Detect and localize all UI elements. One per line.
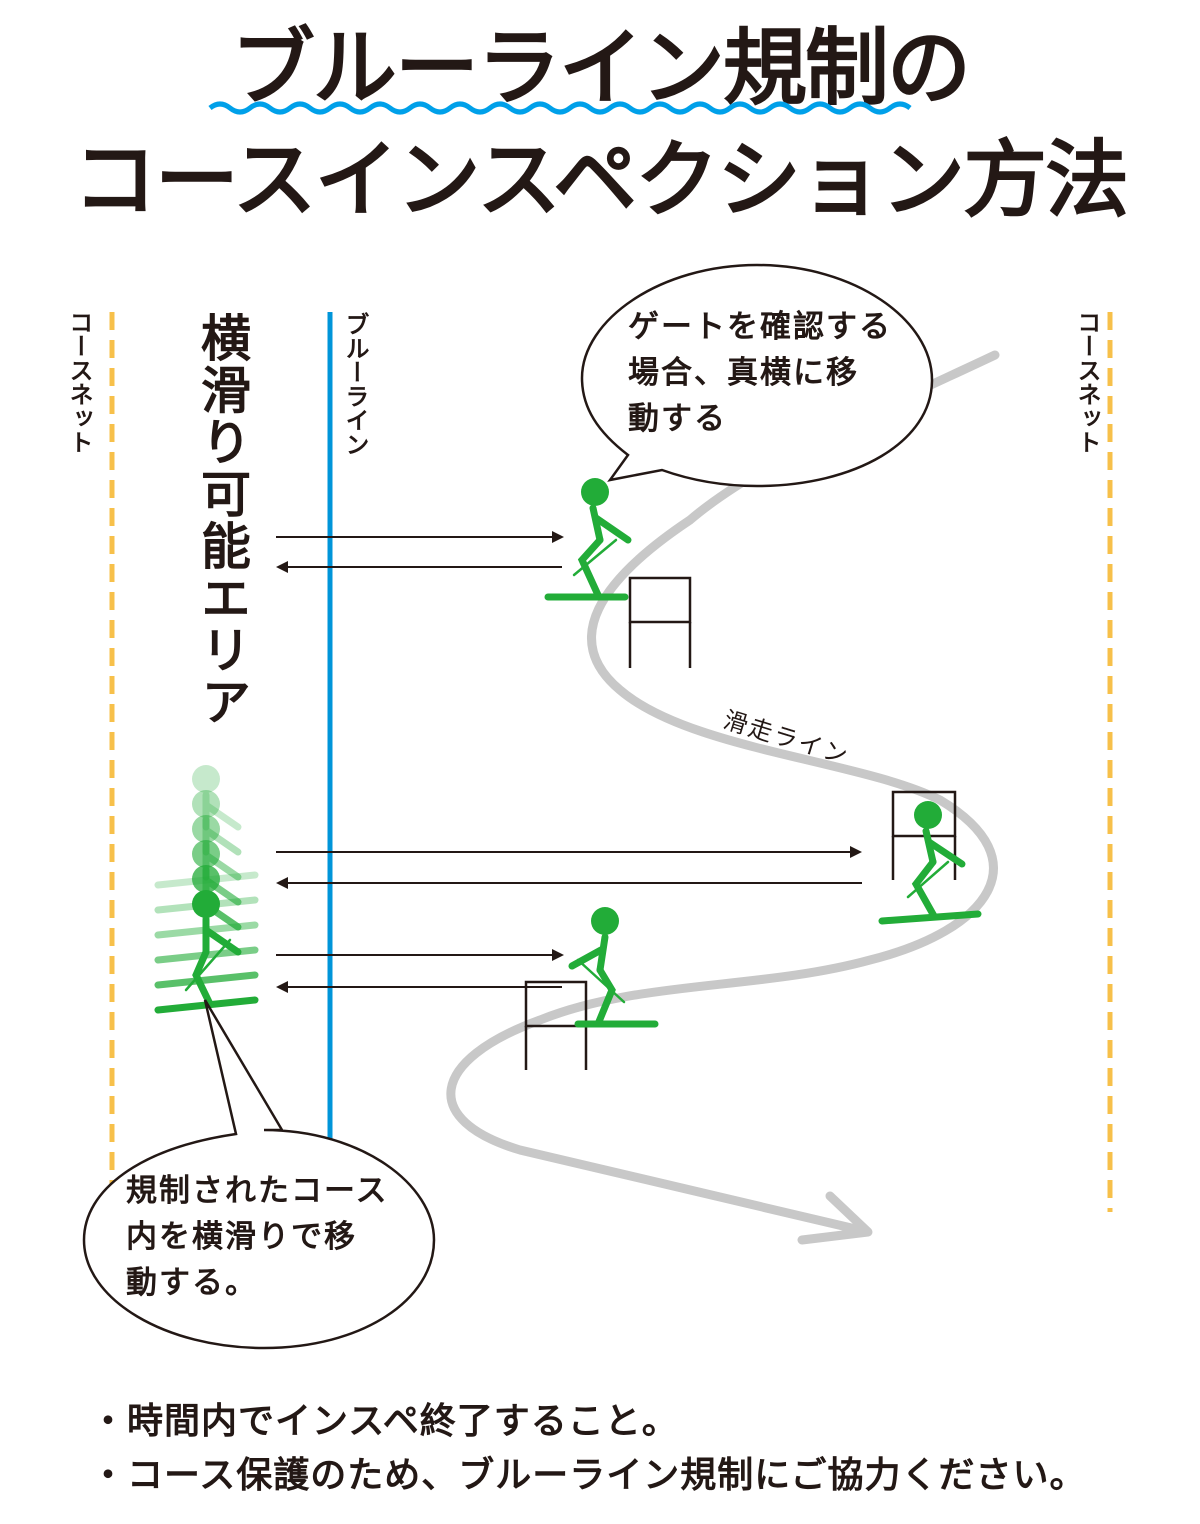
page-title-line2: コースインスペクション方法 xyxy=(72,131,1129,229)
gate-1 xyxy=(628,576,692,668)
title-wavy-underline xyxy=(208,101,912,115)
skier-2 xyxy=(878,801,982,925)
bubble-sideslip-text: 規制されたコース 内を横滑りで移 動する。 xyxy=(126,1173,389,1301)
note-cooperation: ・コース保護のため、ブルーライン規制にご協力ください。 xyxy=(90,1455,1087,1496)
course-net-left-label: コースネット xyxy=(65,310,93,454)
sideslip-skier xyxy=(154,890,259,1014)
sideslip-area-label: 横滑り可能エリア xyxy=(193,312,251,728)
blue-line-label: ブルーライン xyxy=(341,312,369,456)
gate-3 xyxy=(524,980,588,1070)
speech-bubble-sideslip xyxy=(82,999,436,1350)
run-line-arrowhead xyxy=(797,1191,873,1245)
skier-1 xyxy=(544,478,632,601)
run-line-path xyxy=(446,350,1000,1235)
note-time-limit: ・時間内でインスペ終了すること。 xyxy=(90,1401,679,1442)
bubble-gate-check-text: ゲートを確認する 場合、真横に移 動する xyxy=(628,309,892,437)
page-title-line1: ブルーライン規制の xyxy=(230,19,971,117)
course-net-right-label: コースネット xyxy=(1073,310,1101,454)
speech-bubble-gate-check xyxy=(580,263,934,488)
skier-3 xyxy=(568,907,659,1028)
